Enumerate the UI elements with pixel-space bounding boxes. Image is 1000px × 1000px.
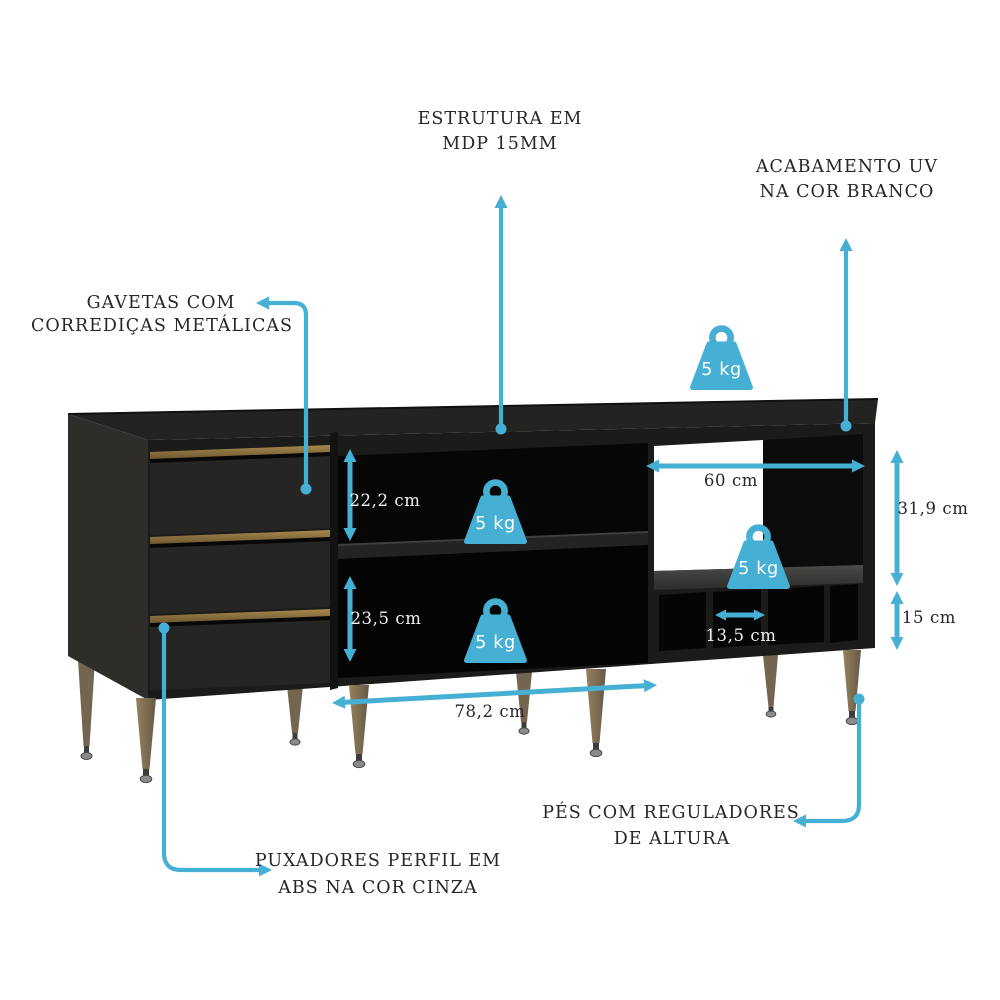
lower-shelf-opening xyxy=(338,545,648,678)
cabinet-top-surface xyxy=(68,399,878,440)
cabinet-back-legs xyxy=(78,655,778,760)
callout-puxadores-line2: ABS NA COR CINZA xyxy=(277,878,477,898)
middle-shelf-board xyxy=(338,532,648,559)
drawer-handle-1 xyxy=(150,445,330,459)
drawer-2-front xyxy=(150,540,330,614)
cubby-slot-3 xyxy=(768,586,824,645)
callout-pes-line1: PÉS COM REGULADORES xyxy=(542,802,800,823)
connector-gavetas xyxy=(256,296,312,495)
dim-niche-height: 31,9 cm xyxy=(897,499,968,518)
dim-upper-shelf-height: 22,2 cm xyxy=(349,491,420,510)
arrow-upper-shelf-height xyxy=(343,449,357,541)
dimension-arrows xyxy=(332,449,904,709)
callout-gavetas-line2: CORREDIÇAS METÁLICAS xyxy=(31,315,293,336)
weight-label: 5 kg xyxy=(475,514,516,534)
tv-niche-interior xyxy=(763,434,863,568)
arrow-cubby-height xyxy=(890,591,904,650)
upper-shelf-opening xyxy=(338,443,648,545)
weight-capacity-icon-lower-shelf: 5 kg xyxy=(464,598,527,663)
callout-acabamento-line1: ACABAMENTO UV xyxy=(755,157,938,177)
weight-capacity-icon-niche: 5 kg xyxy=(727,524,790,589)
drawer-handle-3 xyxy=(150,609,330,623)
drawer-1-front xyxy=(150,455,330,535)
weight-capacity-icon-top: 5 kg xyxy=(690,325,753,390)
dim-cubby-height: 15 cm xyxy=(902,608,956,627)
callout-puxadores-line1: PUXADORES PERFIL EM xyxy=(255,851,501,871)
drawer-3-front xyxy=(150,619,330,690)
cubby-slot-1 xyxy=(659,592,706,651)
dim-middle-section-width: 78,2 cm xyxy=(454,702,525,721)
callout-estrutura-line2: MDP 15MM xyxy=(442,134,557,154)
weight-capacity-icon-upper-shelf: 5 kg xyxy=(464,479,527,544)
arrow-niche-width xyxy=(646,459,865,473)
connector-puxadores xyxy=(158,622,272,877)
drawer-section xyxy=(150,445,330,690)
weight-label: 5 kg xyxy=(701,360,742,380)
center-stile xyxy=(330,432,338,690)
cubby-slot-2 xyxy=(713,589,761,648)
tv-niche-open-back xyxy=(654,440,763,571)
cubby-slots xyxy=(659,584,858,651)
connector-acabamento xyxy=(839,238,853,432)
labels: ESTRUTURA EM MDP 15MM ACABAMENTO UV NA C… xyxy=(31,109,968,898)
callout-connectors xyxy=(158,195,865,877)
callout-acabamento-line2: NA COR BRANCO xyxy=(760,182,935,202)
cabinet-left-side-panel xyxy=(68,414,148,700)
drawer-handle-2 xyxy=(150,530,330,544)
arrow-cubby-width xyxy=(715,609,765,621)
dim-cubby-width: 13,5 cm xyxy=(705,626,776,645)
arrow-middle-section-width xyxy=(332,679,657,709)
dim-niche-width: 60 cm xyxy=(704,471,758,490)
callout-pes-line2: DE ALTURA xyxy=(614,829,730,849)
arrow-lower-shelf-height xyxy=(343,576,357,662)
connector-estrutura xyxy=(494,195,508,435)
callout-gavetas-line1: GAVETAS COM xyxy=(87,293,236,313)
arrow-niche-height xyxy=(890,450,904,586)
weight-label: 5 kg xyxy=(738,559,779,579)
callout-estrutura-line1: ESTRUTURA EM xyxy=(418,109,583,129)
cabinet-body xyxy=(67,398,879,700)
cubby-slot-4 xyxy=(830,584,858,643)
weight-label: 5 kg xyxy=(475,633,516,653)
dim-lower-shelf-height: 23,5 cm xyxy=(350,609,421,628)
connector-pes xyxy=(793,693,865,828)
